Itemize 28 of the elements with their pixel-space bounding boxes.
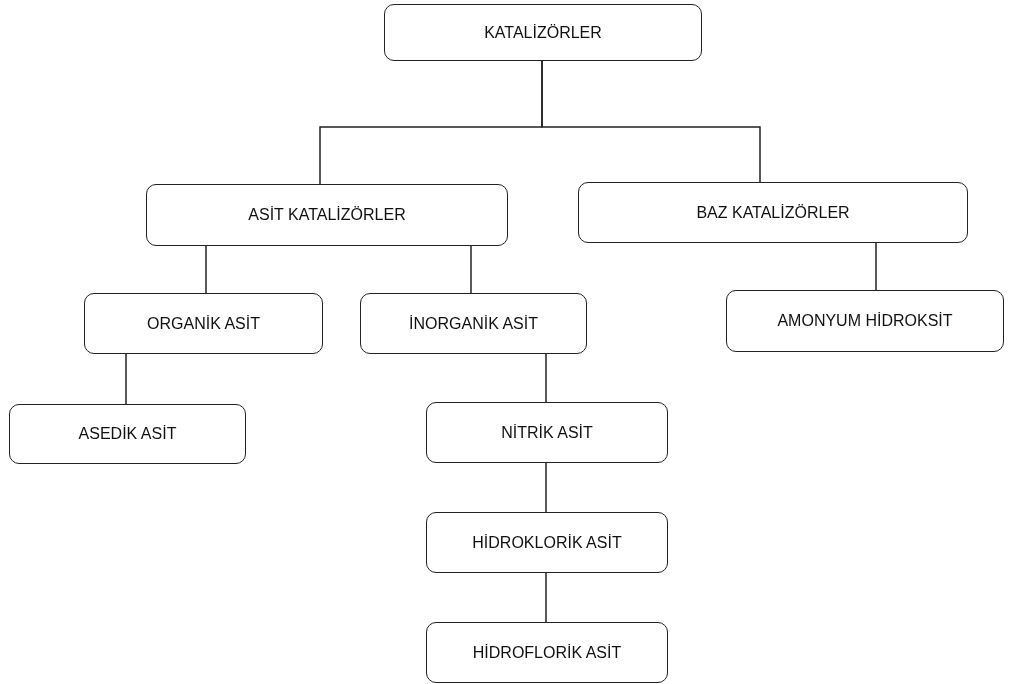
category-box	[426, 402, 668, 463]
connector-line	[545, 572, 547, 623]
connector-line	[205, 245, 207, 294]
connector-line	[541, 60, 761, 183]
category-box	[426, 512, 668, 573]
category-box	[9, 404, 246, 464]
connector-line	[545, 462, 547, 513]
connector-line	[470, 245, 472, 294]
box-label: KATALİZÖRLER	[484, 22, 602, 43]
category-box	[84, 293, 323, 354]
category-box	[146, 184, 508, 246]
connector-line	[545, 353, 547, 403]
box-label: AMONYUM HİDROKSİT	[777, 311, 953, 331]
connector-line	[875, 242, 877, 291]
box-label: BAZ KATALİZÖRLER	[696, 202, 850, 223]
box-label: ASEDİK ASİT	[78, 424, 177, 444]
box-label: ORGANİK ASİT	[147, 313, 260, 334]
box-label: HİDROKLORİK ASİT	[472, 532, 622, 553]
category-box	[360, 293, 587, 354]
category-box	[578, 182, 968, 243]
category-box	[426, 622, 668, 683]
box-label: NİTRİK ASİT	[501, 422, 593, 443]
category-box	[384, 4, 702, 61]
box-label: ASİT KATALİZÖRLER	[248, 205, 406, 225]
box-label: İNORGANİK ASİT	[409, 313, 538, 334]
connector-line	[125, 353, 127, 405]
box-label: HİDROFLORİK ASİT	[472, 642, 622, 663]
category-box	[726, 290, 1004, 352]
